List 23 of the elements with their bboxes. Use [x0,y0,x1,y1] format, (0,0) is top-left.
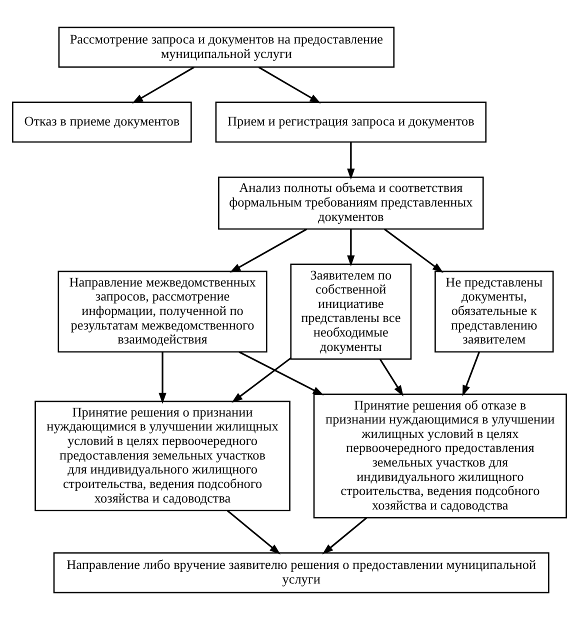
arrow [238,350,324,395]
node-box: Принятие решения об отказе в признании нуждающимися в улучшении жилищных условий в целях первоочередного предоставления земельных участков для индивидуального жилищного строительства, ведения подсобного хозяйства и садоводства [313,393,567,518]
arrow [347,228,355,266]
arrow [158,351,166,404]
arrow [322,516,368,554]
arrow [462,351,480,396]
arrow [230,228,308,272]
arrow [226,510,281,554]
node-box: Отказ в приеме документов [12,101,192,142]
node-box: Направление либо вручение заявителю решения о предоставлении муниципальной услуги [53,552,550,593]
node-box: Прием и регистрация запроса и документов [215,101,487,142]
node-box: Рассмотрение запроса и документов на предоставление муниципальной услуги [58,26,395,68]
node-box: Анализ полноты объема и соответствия формальным требованиям представленных документов [218,176,484,230]
arrow [232,356,292,402]
arrow [258,66,321,103]
arrow [379,358,404,396]
arrow [384,228,444,272]
node-box: Принятие решения о признании нуждающимися в улучшении жилищных условий в целях первоочередного предоставления земельных участков для индивидуального жилищного строительства, ведения подсобного хозяйства и садоводства [34,400,290,511]
arrow [132,66,194,103]
node-box: Направление межведомственных запросов, рассмотрение информации, полученной по результатам межведомственного взаимодействия [58,270,268,352]
node-box: Заявителем по собственной инициативе представлены все необходимые документы [290,263,412,360]
arrow [347,142,355,180]
node-box: Не представлены документы, обязательные к представлению заявителем [434,270,554,352]
